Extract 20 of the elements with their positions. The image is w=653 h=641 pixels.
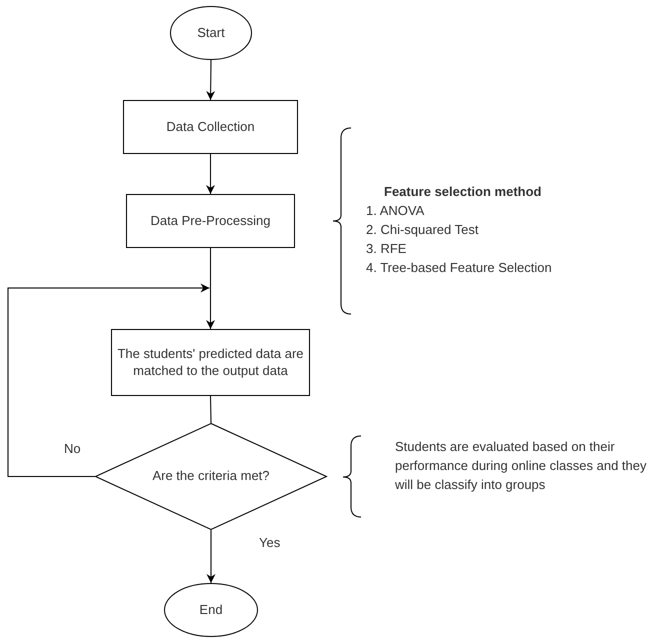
arrow bbox=[206, 248, 215, 330]
arrow bbox=[206, 154, 215, 194]
arrow bbox=[8, 284, 210, 477]
list-item: 1. ANOVA bbox=[366, 202, 424, 220]
end-terminal: End bbox=[164, 583, 258, 637]
edge-label: Yes bbox=[257, 535, 282, 550]
decision-diamond: Are the criteria met? bbox=[95, 423, 327, 530]
list-item: 2. Chi-squared Test bbox=[366, 221, 478, 239]
connector-line bbox=[210, 396, 212, 424]
list-heading: Feature selection method bbox=[384, 183, 542, 201]
edge-label: No bbox=[62, 441, 83, 456]
process-box: Data Pre-Processing bbox=[126, 194, 295, 248]
arrow bbox=[206, 60, 216, 100]
start-terminal: Start bbox=[170, 6, 252, 60]
arrow bbox=[206, 530, 216, 584]
list-item: 4. Tree-based Feature Selection bbox=[366, 259, 552, 277]
list-item: 3. RFE bbox=[366, 240, 406, 258]
process-box: Data Collection bbox=[123, 100, 298, 154]
note-text: Students are evaluated based on their performance during online classes and they will be classify into groups bbox=[395, 438, 648, 494]
process-box: The students' predicted data are matched to the output data bbox=[111, 329, 310, 396]
